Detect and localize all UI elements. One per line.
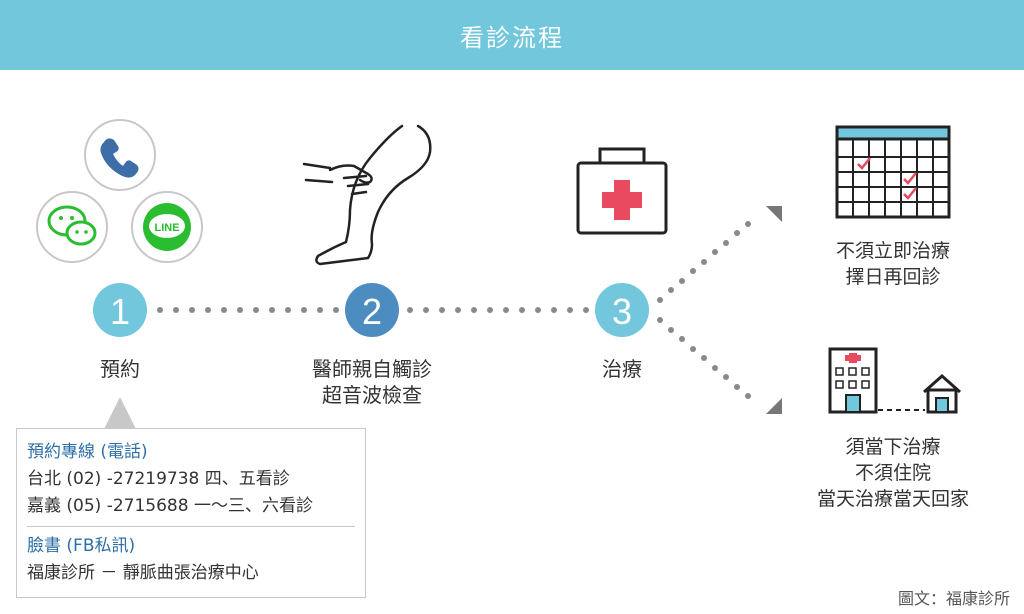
chiayi-phone: 嘉義 (05) -2715688 一～三、六看診 xyxy=(27,496,313,516)
hospital-home-icon xyxy=(828,347,961,414)
branch-down-arrow xyxy=(766,398,782,414)
step-2-label: 醫師親自觸診 超音波檢查 xyxy=(312,357,432,407)
taipei-phone: 台北 (02) -27219738 四、五看診 xyxy=(27,469,290,489)
line-app-icon: LINE xyxy=(131,191,203,263)
divider xyxy=(27,526,355,527)
step-1-circle: 1 xyxy=(93,283,147,337)
info-pointer xyxy=(104,397,136,429)
step-3-label: 治療 xyxy=(602,357,642,381)
facebook-heading: 臉書 (FB私訊) xyxy=(27,536,136,556)
flow-diagram: 1 2 3 LINE xyxy=(36,119,961,414)
svg-text:LINE: LINE xyxy=(154,222,179,234)
step-2-circle: 2 xyxy=(345,283,399,337)
outcome-upper-label: 不須立即治療 擇日再回診 xyxy=(835,240,950,288)
svg-text:1: 1 xyxy=(110,291,130,332)
page-title: 看診流程 xyxy=(0,0,1024,70)
image-credit: 圖文：福康診所 xyxy=(897,589,1010,608)
branch-up-arrow xyxy=(766,206,782,222)
svg-text:2: 2 xyxy=(362,291,382,332)
facebook-page: 福康診所 － 靜脈曲張治療中心 xyxy=(27,563,259,583)
svg-text:3: 3 xyxy=(612,291,632,332)
branch-up-dots xyxy=(657,221,751,303)
step-1-label: 預約 xyxy=(100,357,140,381)
doctor-palpation-icon xyxy=(302,124,432,266)
phone-heading: 預約專線 (電話) xyxy=(27,442,148,462)
first-aid-kit-icon xyxy=(576,147,668,235)
outcome-lower-label: 須當下治療 不須住院 當天治療當天回家 xyxy=(816,436,969,510)
calendar-icon xyxy=(835,125,951,219)
step-3-circle: 3 xyxy=(595,283,649,337)
wechat-icon xyxy=(36,191,108,263)
contact-info-box: 預約專線 (電話) 台北 (02) -27219738 四、五看診 嘉義 (05… xyxy=(16,428,366,598)
branch-down-dots xyxy=(657,317,751,399)
phone-icon xyxy=(84,119,156,191)
dotted-connector xyxy=(157,307,589,313)
